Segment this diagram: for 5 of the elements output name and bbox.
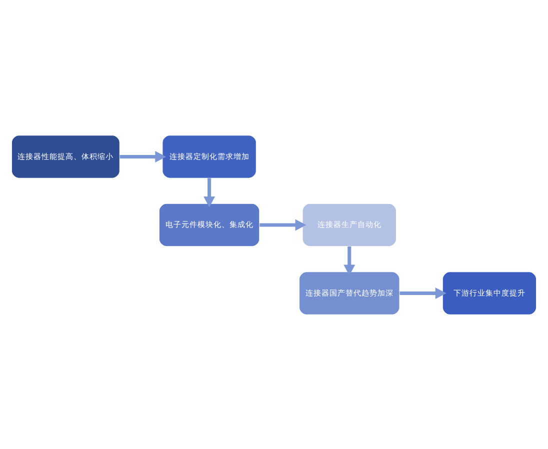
- arrow: [400, 287, 446, 298]
- arrow: [344, 246, 356, 276]
- arrow: [204, 178, 216, 207]
- arrow: [120, 150, 166, 162]
- arrow: [260, 218, 306, 230]
